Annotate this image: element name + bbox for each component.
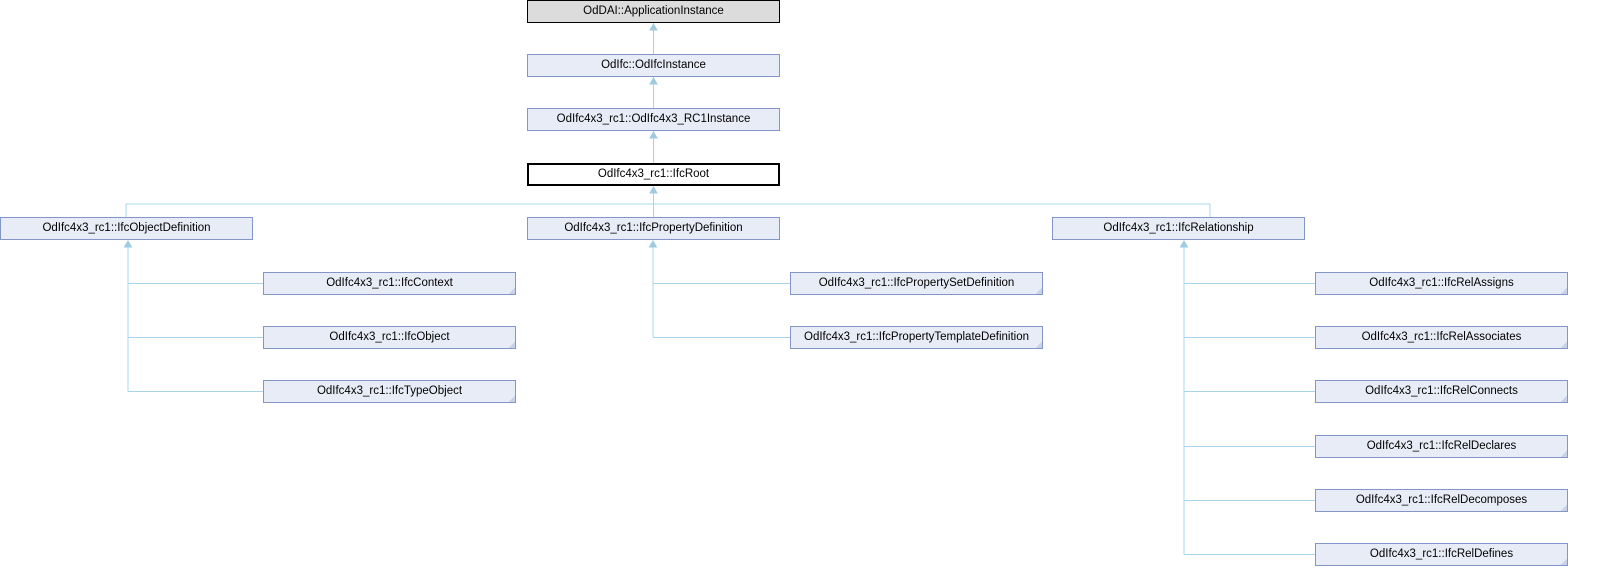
class-node-label: OdIfc4x3_rc1::IfcRelDecomposes (1355, 494, 1528, 506)
class-node-label: OdIfc4x3_rc1::IfcPropertySetDefinition (818, 277, 1015, 289)
class-node-propsetdef[interactable]: OdIfc4x3_rc1::IfcPropertySetDefinition (790, 272, 1043, 295)
class-node-reldefines[interactable]: OdIfc4x3_rc1::IfcRelDefines (1315, 543, 1568, 566)
class-node-rc1instance[interactable]: OdIfc4x3_rc1::OdIfc4x3_RC1Instance (527, 108, 780, 131)
class-node-label: OdIfc4x3_rc1::IfcRelationship (1103, 222, 1254, 234)
class-node-propertydef[interactable]: OdIfc4x3_rc1::IfcPropertyDefinition (527, 217, 780, 240)
class-node-ifcroot[interactable]: OdIfc4x3_rc1::IfcRoot (527, 163, 780, 186)
class-node-label: OdIfc4x3_rc1::IfcRoot (597, 168, 710, 180)
class-node-label: OdIfc4x3_rc1::IfcPropertyTemplateDefinit… (804, 331, 1029, 343)
class-node-label: OdIfc4x3_rc1::IfcRelDefines (1369, 548, 1514, 560)
class-node-relationship[interactable]: OdIfc4x3_rc1::IfcRelationship (1052, 217, 1305, 240)
class-node-label: OdIfc4x3_rc1::IfcObjectDefinition (42, 222, 211, 234)
class-node-relconnects[interactable]: OdIfc4x3_rc1::IfcRelConnects (1315, 380, 1568, 403)
class-node-ifccontext[interactable]: OdIfc4x3_rc1::IfcContext (263, 272, 516, 295)
class-node-reldeclares[interactable]: OdIfc4x3_rc1::IfcRelDeclares (1315, 435, 1568, 458)
class-node-odifcinstance[interactable]: OdIfc::OdIfcInstance (527, 54, 780, 77)
class-node-label: OdIfc4x3_rc1::IfcRelDeclares (1366, 440, 1517, 452)
class-node-label: OdIfc4x3_rc1::IfcContext (326, 277, 453, 289)
class-node-objectdef[interactable]: OdIfc4x3_rc1::IfcObjectDefinition (0, 217, 253, 240)
class-node-proptemplatedef[interactable]: OdIfc4x3_rc1::IfcPropertyTemplateDefinit… (790, 326, 1043, 349)
class-node-appinstance[interactable]: OdDAI::ApplicationInstance (527, 0, 780, 23)
class-node-label: OdIfc4x3_rc1::IfcPropertyDefinition (564, 222, 743, 234)
class-node-relassociates[interactable]: OdIfc4x3_rc1::IfcRelAssociates (1315, 326, 1568, 349)
class-node-label: OdDAI::ApplicationInstance (583, 5, 724, 17)
class-node-ifctypeobject[interactable]: OdIfc4x3_rc1::IfcTypeObject (263, 380, 516, 403)
class-node-label: OdIfc4x3_rc1::OdIfc4x3_RC1Instance (556, 113, 751, 125)
class-node-label: OdIfc4x3_rc1::IfcRelConnects (1365, 385, 1518, 397)
class-node-relassigns[interactable]: OdIfc4x3_rc1::IfcRelAssigns (1315, 272, 1568, 295)
class-node-label: OdIfc4x3_rc1::IfcObject (329, 331, 450, 343)
class-node-label: OdIfc4x3_rc1::IfcRelAssigns (1369, 277, 1514, 289)
class-node-ifcobject[interactable]: OdIfc4x3_rc1::IfcObject (263, 326, 516, 349)
class-node-label: OdIfc4x3_rc1::IfcTypeObject (316, 385, 463, 397)
class-node-label: OdIfc4x3_rc1::IfcRelAssociates (1361, 331, 1522, 343)
class-node-reldecomposes[interactable]: OdIfc4x3_rc1::IfcRelDecomposes (1315, 489, 1568, 512)
class-node-label: OdIfc::OdIfcInstance (601, 59, 706, 71)
